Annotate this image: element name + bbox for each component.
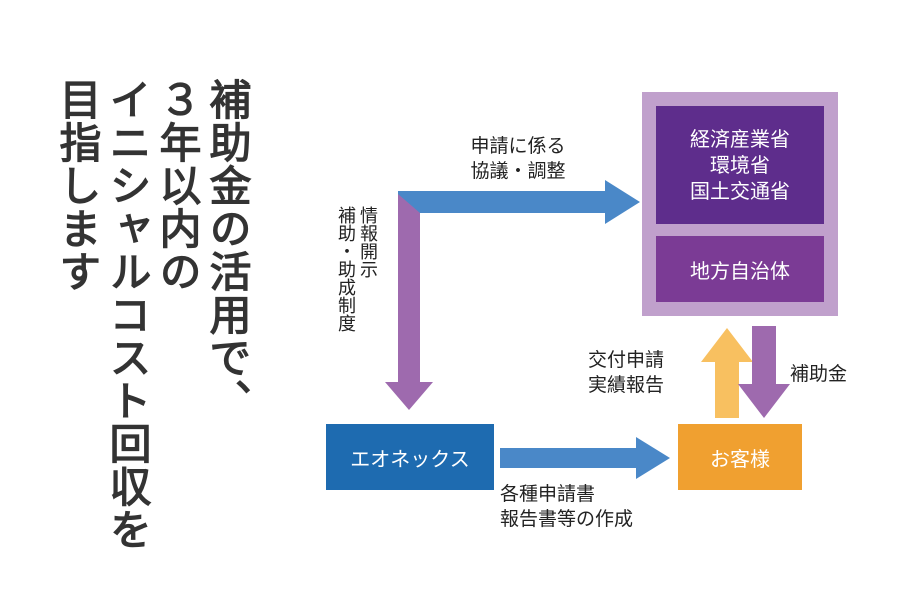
application-arrow xyxy=(701,328,753,418)
documents-line-1: 各種申請書 xyxy=(500,483,596,505)
customer-label: お客様 xyxy=(710,446,770,471)
ministries-box: 経済産業省 環境省 国土交通省 xyxy=(656,106,824,224)
subsidy-arrow xyxy=(738,326,790,418)
subsidy-label: 補助金 xyxy=(790,363,848,385)
local-government-label: 地方自治体 xyxy=(690,258,790,283)
info-disclosure-line-2: 補助・助成制度 xyxy=(335,206,356,332)
ministry-env: 環境省 xyxy=(710,153,770,177)
consultation-label: 申請に係る 協議・調整 xyxy=(448,134,588,184)
consultation-arrow xyxy=(398,180,640,224)
headline-line-2: ３年以内の xyxy=(153,78,202,293)
application-label: 交付申請 実績報告 xyxy=(588,348,692,398)
local-government-box: 地方自治体 xyxy=(656,236,824,302)
documents-arrow xyxy=(500,437,670,479)
ministry-mlit: 国土交通省 xyxy=(690,179,790,203)
info-disclosure-line-1: 情報開示 xyxy=(357,206,378,278)
eonex-box: エオネックス xyxy=(326,424,494,490)
ministry-meti: 経済産業省 xyxy=(690,127,790,151)
headline-line-3: イニシャルコスト回収を xyxy=(103,78,152,551)
headline-line-1: 補助金の活用で、 xyxy=(203,78,252,422)
customer-box: お客様 xyxy=(678,424,802,490)
documents-label: 各種申請書 報告書等の作成 xyxy=(500,482,680,532)
documents-line-2: 報告書等の作成 xyxy=(500,508,634,530)
headline-line-4: 目指します xyxy=(53,78,102,293)
info-disclosure-label: 情報開示 補助・助成制度 xyxy=(334,206,378,332)
consultation-line-1: 申請に係る xyxy=(470,135,566,157)
application-line-2: 実績報告 xyxy=(588,374,665,396)
application-line-1: 交付申請 xyxy=(588,349,665,371)
headline: 補助金の活用で、 ３年以内の イニシャルコスト回収を 目指します xyxy=(52,78,252,551)
info-disclosure-arrow xyxy=(385,194,433,410)
eonex-label: エオネックス xyxy=(350,446,470,471)
consultation-line-2: 協議・調整 xyxy=(470,160,566,182)
